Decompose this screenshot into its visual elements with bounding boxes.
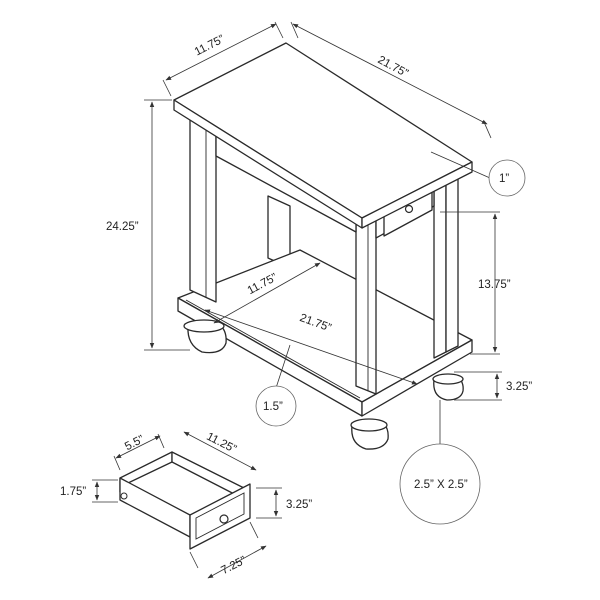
label-base-thickness: 1.5” [263,401,283,413]
label-overall-height: 24.25” [106,221,139,233]
drawer-knob [404,204,414,214]
label-foot-size: 2.5” X 2.5” [414,479,468,491]
tabletop-side-edge [361,161,473,229]
label-drawer-front-width: 7.25” [219,554,248,577]
label-shelf-height: 13.75” [478,279,511,291]
label-drawer-depth: 5.5” [123,433,146,453]
bun-foot-back-right [432,373,464,401]
drawer-drawing [119,451,251,550]
label-top-width: 21.75” [376,54,411,80]
drawer-front-panel [189,483,251,550]
front-left-leg [189,117,217,303]
label-top-thickness: 1” [499,173,509,185]
label-top-depth: 11.75” [193,33,227,58]
drawer-front-knob [219,514,229,524]
bun-foot-front-right [350,418,389,450]
side-table-drawing [173,42,473,450]
rear-right-leg [433,169,447,359]
bun-foot-front-left [183,319,227,354]
label-base-height: 3.25” [506,381,532,393]
label-drawer-inner-height: 1.75” [60,486,86,498]
label-drawer-front-height: 3.25” [286,499,312,511]
